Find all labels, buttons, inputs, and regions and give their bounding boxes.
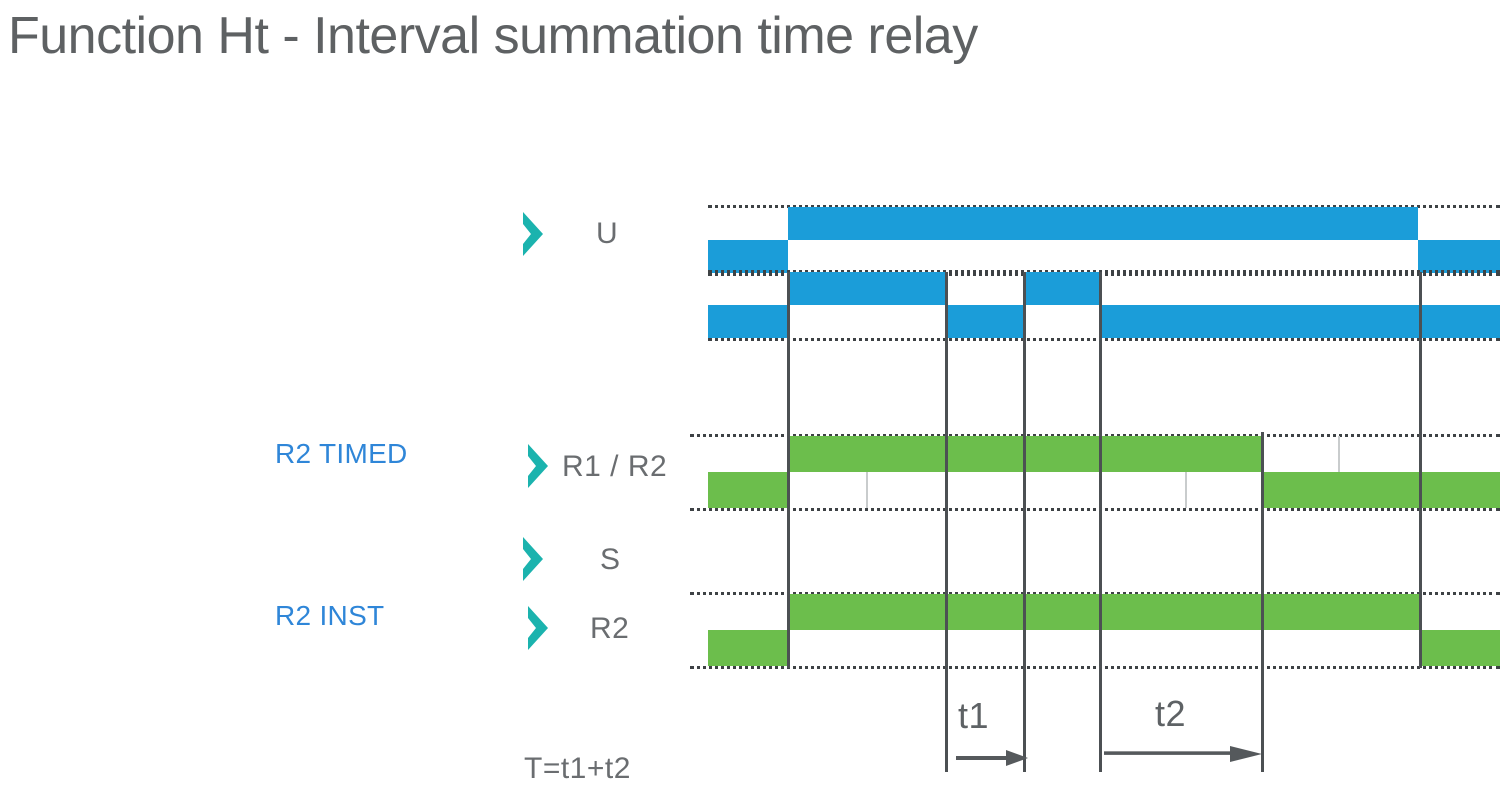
waveform-segment-r2-low-1 bbox=[708, 630, 788, 666]
signal-row-s: S bbox=[0, 260, 1500, 581]
waveform-segment-u-low-2 bbox=[1418, 240, 1500, 273]
row-side-label-r2-inst: R2 INST bbox=[275, 600, 385, 631]
waveform-segment-u-high bbox=[788, 207, 1418, 240]
rail-bottom-u bbox=[708, 273, 1500, 276]
rail-top-r1r2 bbox=[690, 434, 1500, 437]
arrow-right-icon bbox=[956, 750, 1028, 766]
signal-row-r2: R2 INST R2 bbox=[0, 580, 1500, 680]
signal-label-u: U bbox=[596, 217, 619, 250]
waveform-segment-r2-low-2 bbox=[1420, 630, 1500, 666]
marker-line-2 bbox=[945, 272, 948, 772]
waveform-segment-r1r2-low-2 bbox=[1262, 472, 1500, 508]
interval-label-t1: t1 bbox=[958, 695, 990, 736]
marker-line-4 bbox=[1099, 272, 1102, 772]
waveform-segment-u-low-1 bbox=[708, 240, 788, 273]
signal-row-r1r2: R2 TIMED R1 / R2 bbox=[0, 420, 1500, 530]
formula-label: T=t1+t2 bbox=[524, 752, 631, 785]
waveform-segment-r2-high bbox=[788, 594, 1420, 630]
marker-line-1 bbox=[787, 272, 790, 668]
rail-top-r2 bbox=[690, 592, 1500, 595]
waveform-segment-s-low-1 bbox=[708, 305, 788, 338]
rail-top-s bbox=[708, 270, 1500, 273]
marker-line-5 bbox=[1261, 432, 1264, 772]
interval-label-t2: t2 bbox=[1155, 693, 1187, 734]
chevron-right-icon bbox=[519, 210, 545, 258]
rail-bottom-r1r2 bbox=[690, 508, 1500, 511]
rail-top-u bbox=[708, 205, 1500, 208]
waveform-segment-s-high-2 bbox=[1024, 272, 1100, 305]
waveform-segment-s-low-2 bbox=[946, 305, 1024, 338]
waveform-segment-s-high-1 bbox=[788, 272, 946, 305]
marker-line-6 bbox=[1419, 272, 1422, 668]
rail-bottom-r2 bbox=[690, 666, 1500, 669]
row-side-label-r2-timed: R2 TIMED bbox=[275, 438, 408, 469]
rail-bottom-s bbox=[708, 338, 1500, 341]
signal-row-u: U bbox=[0, 95, 1500, 276]
waveform-segment-r1r2-low-1 bbox=[708, 472, 788, 508]
tick-light-r1r2-c bbox=[1338, 436, 1340, 472]
arrow-right-icon bbox=[1104, 746, 1262, 762]
tick-light-r1r2-b bbox=[1185, 472, 1187, 508]
chevron-right-icon bbox=[519, 535, 545, 583]
signal-label-r2: R2 bbox=[590, 612, 630, 645]
chevron-right-icon bbox=[524, 442, 550, 490]
page-title: Function Ht - Interval summation time re… bbox=[8, 7, 978, 65]
signal-label-r1r2: R1 / R2 bbox=[562, 450, 668, 483]
marker-line-3 bbox=[1023, 272, 1026, 772]
tick-light-r1r2-a bbox=[866, 472, 868, 508]
waveform-segment-s-low-3 bbox=[1100, 305, 1500, 338]
chevron-right-icon bbox=[524, 604, 550, 652]
signal-label-s: S bbox=[600, 543, 621, 576]
